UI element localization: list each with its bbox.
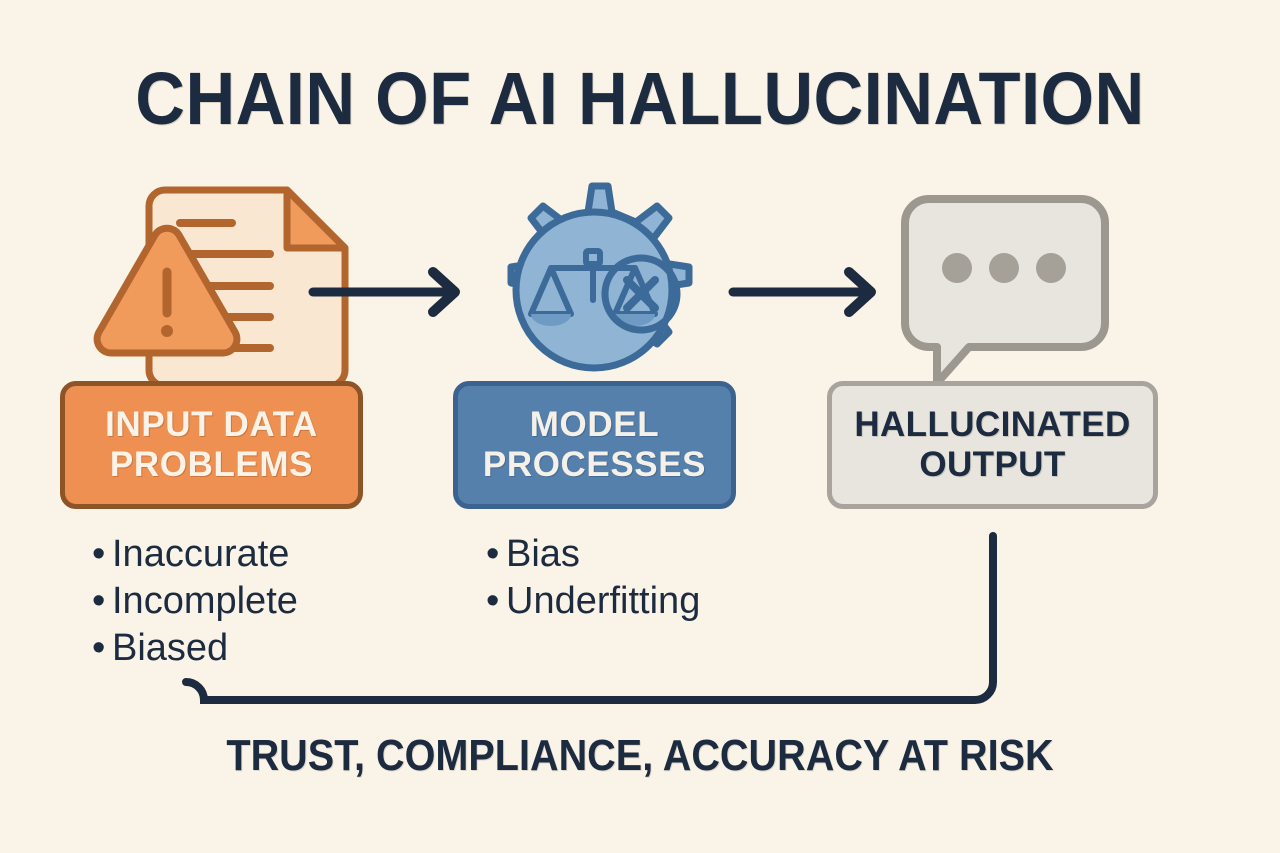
list-item-label: Biased [112, 627, 229, 669]
stage-label-line2: PROCESSES [482, 445, 707, 484]
stage-label-model-processes[interactable]: MODEL PROCESSES [453, 381, 736, 509]
arrow-right-icon-2 [728, 267, 876, 317]
bullet-list-model-processes: •Bias •Underfitting [486, 531, 700, 625]
feedback-loop-line [182, 532, 997, 704]
bullet-marker: • [486, 533, 500, 575]
bullet-marker: • [92, 580, 106, 622]
bullet-marker: • [486, 580, 500, 622]
stage-label-line1: INPUT DATA [105, 405, 318, 445]
list-item-label: Underfitting [506, 580, 701, 622]
list-item: •Bias [486, 531, 700, 578]
list-item-label: Bias [506, 533, 580, 575]
bullet-marker: • [92, 627, 106, 669]
gear-scales-error-icon [507, 182, 693, 372]
stage-label-line1: MODEL [529, 405, 660, 445]
stage-label-hallucinated-output[interactable]: HALLUCINATED OUTPUT [827, 381, 1158, 509]
stage-label-input-data-problems[interactable]: INPUT DATA PROBLEMS [60, 381, 363, 509]
page-title: CHAIN OF AI HALLUCINATION [135, 57, 1145, 140]
bullet-list-input-data-problems: •Inaccurate •Incomplete •Biased [92, 531, 298, 672]
footer-caption: TRUST, COMPLIANCE, ACCURACY AT RISK [226, 731, 1054, 780]
list-item: •Inaccurate [92, 531, 298, 578]
list-item: •Biased [92, 625, 298, 672]
list-item-label: Inaccurate [112, 533, 290, 575]
list-item-label: Incomplete [112, 580, 298, 622]
stage-label-line2: PROBLEMS [109, 445, 314, 484]
document-warning-icon [93, 186, 349, 390]
list-item: •Incomplete [92, 578, 298, 625]
bullet-marker: • [92, 533, 106, 575]
arrow-right-icon-1 [308, 267, 460, 317]
list-item: •Underfitting [486, 578, 700, 625]
speech-bubble-dots-icon [901, 195, 1109, 387]
stage-label-line2: OUTPUT [919, 445, 1066, 484]
stage-label-line1: HALLUCINATED [854, 405, 1131, 445]
